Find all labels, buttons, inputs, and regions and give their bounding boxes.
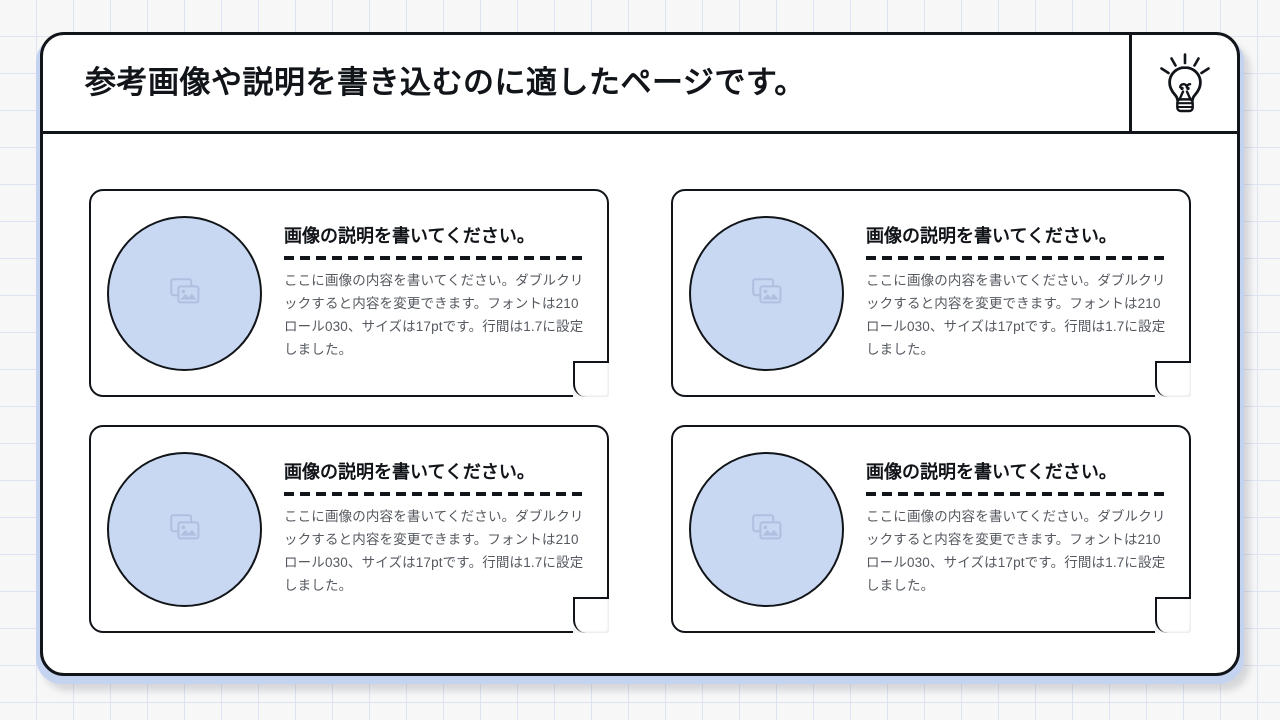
- image-placeholder-thumb[interactable]: [689, 451, 844, 607]
- card-text-block: 画像の説明を書いてください。 ここに画像の内容を書いてください。ダブルクリックす…: [284, 460, 593, 597]
- card-dashed-divider: [866, 255, 1169, 260]
- info-card[interactable]: 画像の説明を書いてください。 ここに画像の内容を書いてください。ダブルクリックす…: [89, 189, 609, 397]
- card-body-text: ここに画像の内容を書いてください。ダブルクリックすると内容を変更できます。フォン…: [866, 508, 1166, 594]
- card-dashed-divider: [866, 491, 1169, 496]
- info-card[interactable]: 画像の説明を書いてください。 ここに画像の内容を書いてください。ダブルクリックす…: [671, 425, 1191, 633]
- image-placeholder-icon: [169, 277, 200, 309]
- card-body-text: ここに画像の内容を書いてください。ダブルクリックすると内容を変更できます。フォン…: [866, 272, 1166, 358]
- card-dashed-divider: [284, 255, 587, 260]
- slide-header: 参考画像や説明を書き込むのに適したページです。: [43, 35, 1237, 134]
- card-text-block: 画像の説明を書いてください。 ここに画像の内容を書いてください。ダブルクリックす…: [866, 460, 1175, 597]
- card-text-block: 画像の説明を書いてください。 ここに画像の内容を書いてください。ダブルクリックす…: [866, 224, 1175, 361]
- info-card[interactable]: 画像の説明を書いてください。 ここに画像の内容を書いてください。ダブルクリックす…: [89, 425, 609, 633]
- image-placeholder-icon: [751, 513, 782, 545]
- page-title: 参考画像や説明を書き込むのに適したページです。: [85, 64, 806, 100]
- image-placeholder-thumb[interactable]: [107, 451, 262, 607]
- card-heading: 画像の説明を書いてください。: [866, 462, 1117, 483]
- card-heading: 画像の説明を書いてください。: [284, 462, 535, 483]
- card-grid: 画像の説明を書いてください。 ここに画像の内容を書いてください。ダブルクリックす…: [43, 134, 1237, 673]
- info-card[interactable]: 画像の説明を書いてください。 ここに画像の内容を書いてください。ダブルクリックす…: [671, 189, 1191, 397]
- slide-panel: 参考画像や説明を書き込むのに適したページです。: [40, 32, 1240, 676]
- image-placeholder-icon: [751, 277, 782, 309]
- card-dashed-divider: [284, 491, 587, 496]
- card-body-text: ここに画像の内容を書いてください。ダブルクリックすると内容を変更できます。フォン…: [284, 508, 584, 594]
- lightbulb-icon: [1156, 52, 1214, 114]
- card-heading: 画像の説明を書いてください。: [866, 226, 1117, 247]
- image-placeholder-thumb[interactable]: [689, 215, 844, 371]
- card-body-text: ここに画像の内容を書いてください。ダブルクリックすると内容を変更できます。フォン…: [284, 272, 584, 358]
- image-placeholder-thumb[interactable]: [107, 215, 262, 371]
- card-text-block: 画像の説明を書いてください。 ここに画像の内容を書いてください。ダブルクリックす…: [284, 224, 593, 361]
- image-placeholder-icon: [169, 513, 200, 545]
- header-title-cell: 参考画像や説明を書き込むのに適したページです。: [43, 35, 1129, 131]
- header-icon-cell: [1129, 35, 1237, 131]
- card-heading: 画像の説明を書いてください。: [284, 226, 535, 247]
